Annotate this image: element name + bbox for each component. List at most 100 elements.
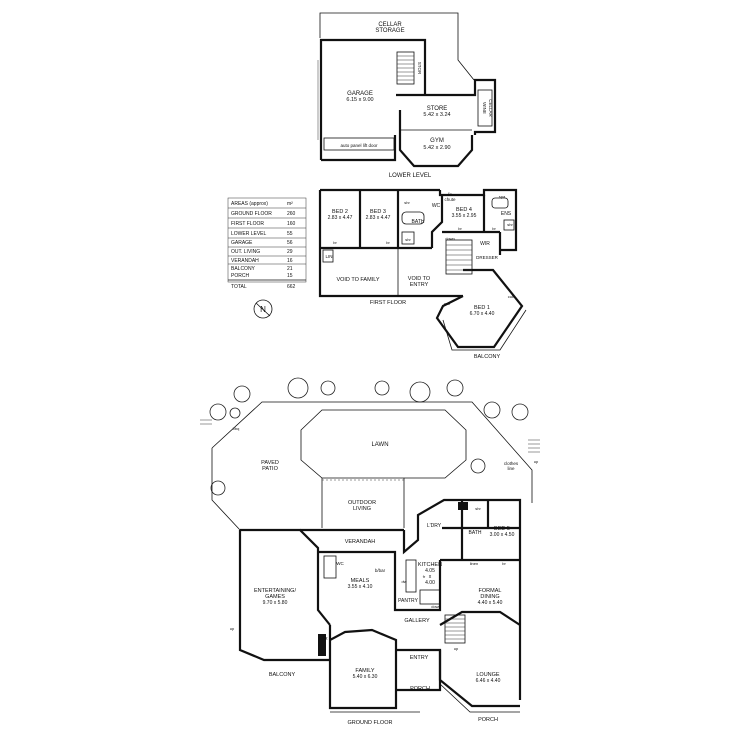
svg-text:up: up (230, 626, 235, 631)
svg-text:br: br (492, 226, 496, 231)
store-size: 5.42 x 3.24 (423, 112, 450, 118)
ground-floor-plan: LAWN PAVED PATIO OUTDOOR LIVING VERANDAH… (200, 377, 540, 726)
svg-text:down: down (445, 236, 455, 241)
wir-label: WIR (480, 241, 490, 247)
stair-treads-lower (397, 55, 414, 81)
dresser-label: DRESSER (476, 255, 499, 260)
gym-walls (398, 110, 474, 168)
area-row-label: LOWER LEVEL (231, 231, 267, 237)
lounge-label: LOUNGE (476, 672, 500, 678)
area-row-label: PORCH (231, 273, 249, 279)
area-row-value: 29 (287, 249, 293, 255)
gym-size: 5.42 x 2.90 (423, 145, 450, 151)
cellar-storage-outline (319, 12, 475, 81)
dining-label: FORMAL (479, 588, 502, 594)
svg-text:cub: cub (508, 294, 515, 299)
bed3-label: BED 3 (370, 209, 386, 215)
svg-text:cub: cub (444, 301, 451, 306)
linen-chute-label-2: chute (444, 197, 456, 202)
cellar-label: CELLAR (378, 22, 402, 28)
balcony-outline (442, 309, 527, 351)
area-row-value: 260 (287, 211, 296, 217)
b-bar-label: b/bar (375, 568, 386, 573)
svg-text:4.00: 4.00 (425, 580, 435, 586)
ens-label: ENS (501, 211, 512, 217)
patio-outline (211, 401, 533, 503)
storage-label: STORAGE (375, 28, 404, 34)
kitchen-label: KITCHEN (418, 562, 442, 568)
wine-label: WINE (482, 102, 487, 114)
lift-door (323, 137, 395, 151)
first-floor-top-right (438, 188, 518, 252)
area-row-label: VERANDAH (231, 258, 259, 264)
bed2-size: 2.83 x 4.47 (328, 215, 353, 221)
svg-text:linen: linen (470, 561, 478, 566)
bed5-size: 3.00 x 4.50 (490, 532, 515, 538)
bed4-label: BED 4 (456, 207, 472, 213)
svg-text:br: br (333, 240, 337, 245)
area-row-value: 16 (287, 258, 293, 264)
porch-label: PORCH (410, 686, 430, 692)
first-floor-plan: BED 2 2.83 x 4.47 BED 3 2.83 x 4.47 BED … (318, 188, 527, 360)
area-row-label: BALCONY (231, 266, 256, 272)
areas-heading: AREAS (approx) (231, 201, 268, 207)
store-walls (396, 78, 497, 135)
void-entry-label: VOID TO (408, 276, 431, 282)
garage-size: 6.15 x 9.00 (346, 97, 373, 103)
bar-label: BAR (318, 636, 328, 641)
stair-ground (444, 614, 466, 644)
areas-table: AREAS (approx) m² GROUND FLOOR 260 FIRST… (227, 197, 307, 290)
area-total-value: 662 (287, 284, 296, 290)
spa-tub (491, 197, 509, 209)
area-row-value: 15 (287, 273, 293, 279)
entertaining-label-2: GAMES (265, 594, 285, 600)
store-label: STORE (427, 106, 448, 112)
lower-level-plan: CELLAR STORAGE GARAGE 6.15 x 9.00 auto p… (317, 12, 497, 179)
first-floor-title: FIRST FLOOR (370, 300, 406, 306)
linen-chute-label: lin (448, 192, 453, 197)
stair-first (445, 239, 473, 275)
line-label: line (507, 466, 515, 471)
bed1-size: 6.70 x 4.40 (470, 311, 495, 317)
bath-tub (401, 211, 425, 225)
patio-label-2: PATIO (262, 466, 278, 472)
gallery-label: GALLERY (404, 618, 430, 624)
wine-cellar-box (477, 89, 493, 127)
ground-floor-title: GROUND FLOOR (348, 720, 393, 726)
svg-text:down: down (431, 604, 441, 609)
pantry-label: PANTRY (398, 598, 418, 604)
meals-size: 3.55 x 4.10 (348, 584, 373, 590)
svg-text:shr: shr (405, 237, 411, 242)
svg-text:shr: shr (404, 200, 410, 205)
bed5-label: BED 5 (494, 526, 510, 532)
gym-label: GYM (430, 138, 444, 144)
svg-text:x: x (429, 574, 432, 580)
entry-label: ENTRY (410, 655, 429, 661)
area-row-value: 21 (287, 266, 293, 272)
svg-text:fr: fr (423, 574, 426, 579)
svg-text:br: br (502, 561, 506, 566)
bed2-label: BED 2 (332, 209, 348, 215)
void-entry-label-2: ENTRY (410, 282, 429, 288)
bed3-size: 2.83 x 4.47 (366, 215, 391, 221)
area-total-label: TOTAL (231, 284, 247, 290)
right-walls (402, 498, 522, 700)
lounge-size: 6.46 x 4.40 (476, 678, 501, 684)
bed1-walls (435, 268, 524, 349)
kitchen-size: 4.05 (425, 568, 435, 574)
area-row-label: GROUND FLOOR (231, 211, 272, 217)
porch-label-2: PORCH (478, 717, 498, 723)
ldry-label: L'DRY (427, 523, 442, 529)
lawn-label: LAWN (371, 442, 388, 448)
cellar-label-2: CELLAR (488, 99, 493, 117)
svg-text:br: br (386, 240, 390, 245)
lounge-walls (438, 650, 520, 708)
family-label: FAMILY (355, 668, 374, 674)
svg-text:shr: shr (507, 222, 513, 227)
bath-label: BATH (412, 219, 425, 225)
lift-door-label: auto panel lift door (340, 143, 378, 148)
svg-text:br: br (458, 226, 462, 231)
meals-label: MEALS (351, 578, 370, 584)
areas-table-box (227, 197, 307, 283)
